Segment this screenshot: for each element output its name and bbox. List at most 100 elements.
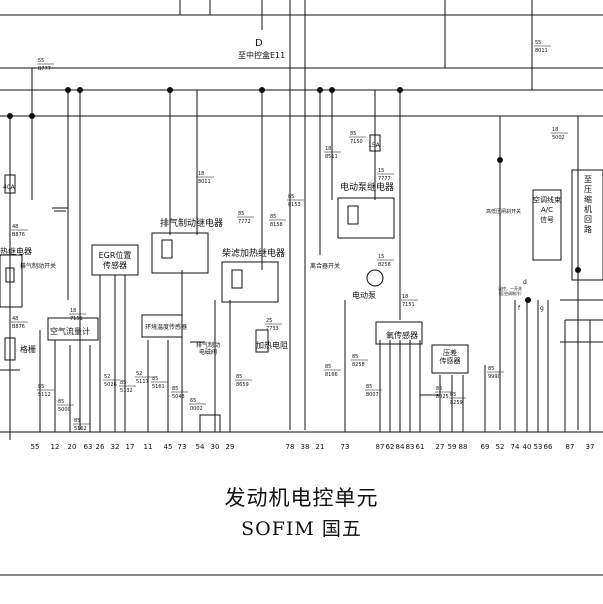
svg-text:65: 65: [190, 398, 196, 404]
ecu-pin-label: 54: [196, 443, 205, 451]
oxygen-sensor-box: [375, 321, 423, 345]
svg-text:48: 48: [12, 316, 18, 322]
svg-text:（至空调制冷）: （至空调制冷）: [496, 290, 524, 296]
switch-g-label: g: [540, 305, 544, 312]
ecu-pin-label: 74: [511, 443, 520, 451]
svg-text:5112: 5112: [38, 392, 51, 398]
ecu-pin-label: 87: [376, 443, 385, 451]
ecu-pin-label: 12: [51, 443, 60, 451]
ecu-pin-label: 84: [396, 443, 405, 451]
svg-text:5002: 5002: [552, 135, 565, 141]
svg-text:5132: 5132: [120, 388, 133, 394]
svg-text:A/C: A/C: [541, 206, 553, 214]
ecu-pin-label: 73: [341, 443, 350, 451]
svg-text:18: 18: [325, 146, 331, 152]
svg-text:18: 18: [402, 294, 408, 300]
svg-text:15: 15: [378, 168, 384, 174]
svg-text:5162: 5162: [74, 426, 87, 432]
svg-text:8256: 8256: [378, 262, 391, 268]
air-flow-sensor-box: [47, 317, 99, 341]
svg-text:5043: 5043: [172, 394, 185, 400]
exhaust-brake-switch-label: 排气制动开关: [20, 262, 56, 270]
svg-text:8007: 8007: [366, 392, 379, 398]
svg-text:85: 85: [236, 374, 242, 380]
svg-text:85: 85: [288, 194, 294, 200]
exhaust-temp-sensor-label: 环境温度传感器: [145, 323, 187, 331]
svg-text:7733: 7733: [266, 326, 279, 332]
electric-pump-relay-label: 电动泵继电器: [340, 181, 394, 193]
svg-text:排气制动: 排气制动: [196, 341, 220, 349]
electric-pump-relay-box: [337, 197, 395, 239]
ecu-pin-label: 78: [286, 443, 295, 451]
electric-pump-label: 电动泵: [352, 290, 376, 300]
svg-text:25: 25: [266, 318, 272, 324]
svg-text:8158: 8158: [270, 222, 283, 228]
ecu-pin-label: 63: [84, 443, 93, 451]
svg-text:85: 85: [352, 354, 358, 360]
ecu-pin-label: 61: [416, 443, 425, 451]
ac-note-label: 温控，一开关（至空调制冷）: [496, 285, 524, 296]
grid-heater-relay-box: [0, 254, 23, 308]
wire-label: 18 7151: [69, 308, 86, 322]
svg-text:7151: 7151: [70, 316, 83, 322]
svg-text:7151: 7151: [402, 302, 415, 308]
svg-text:18: 18: [70, 308, 76, 314]
wire-label: 85 5132: [119, 380, 136, 394]
svg-text:B876: B876: [12, 232, 25, 238]
exhaust-temp-sensor-box: [141, 314, 183, 338]
svg-text:85: 85: [120, 380, 126, 386]
svg-text:8025: 8025: [436, 394, 449, 400]
svg-text:回: 回: [584, 215, 592, 224]
ecu-pin-label: 29: [226, 443, 235, 451]
svg-text:85: 85: [450, 392, 456, 398]
switch-d-label: d: [523, 279, 527, 286]
svg-text:7772: 7772: [238, 219, 251, 225]
svg-text:85: 85: [436, 386, 442, 392]
wire-label: 85 8025: [435, 386, 452, 400]
svg-text:温控，一开关: 温控，一开关: [498, 285, 522, 291]
svg-text:5117: 5117: [136, 379, 149, 385]
svg-text:55: 55: [38, 58, 44, 64]
svg-text:85: 85: [488, 366, 494, 372]
grid-label: 格栅: [20, 344, 36, 354]
svg-text:8258: 8258: [352, 362, 365, 368]
ecu-pin-label: 27: [436, 443, 445, 451]
svg-text:B777: B777: [38, 66, 51, 72]
clutch-switch-label: 离合器开关: [310, 262, 340, 270]
svg-text:85: 85: [58, 399, 64, 405]
svg-text:8011: 8011: [535, 48, 548, 54]
ecu-pin-label: 38: [301, 443, 310, 451]
wire-label: 85 8258: [351, 354, 368, 368]
junction-dots: [7, 87, 581, 303]
ecu-pin-label: 40: [523, 443, 532, 451]
svg-text:9990: 9990: [488, 374, 501, 380]
svg-text:8011: 8011: [198, 179, 211, 185]
svg-text:信号: 信号: [540, 215, 554, 224]
heating-resistor-label: 加热电阻: [256, 340, 288, 350]
ecu-pin-label: 21: [316, 443, 325, 451]
wire-label: 15 8256: [377, 254, 394, 268]
ecu-pin-label: 59: [448, 443, 457, 451]
svg-text:48: 48: [12, 224, 18, 230]
svg-text:8659: 8659: [236, 382, 249, 388]
svg-text:空调线束: 空调线束: [533, 195, 561, 204]
air-flow-sensor-label: 空气流量计: [50, 326, 90, 336]
exhaust-brake-relay-label: 排气制动继电器: [160, 217, 223, 229]
svg-text:15: 15: [378, 254, 384, 260]
ecu-pin-label: 30: [211, 443, 220, 451]
svg-text:85: 85: [270, 214, 276, 220]
svg-text:8511: 8511: [325, 154, 338, 160]
